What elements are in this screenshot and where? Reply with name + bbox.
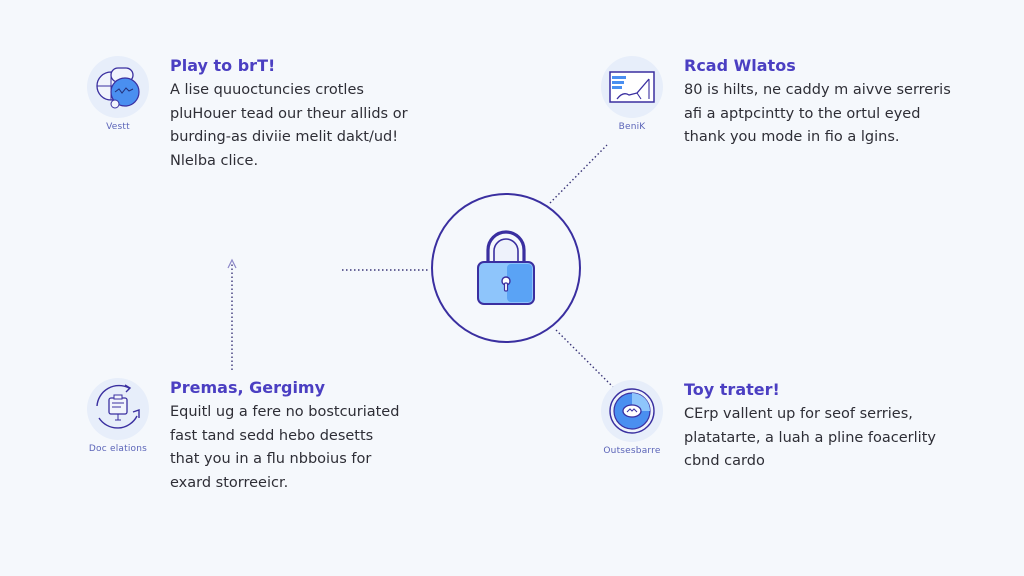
shield-gauge-icon [601,380,663,442]
icon-caption: Outsesbarre [603,446,661,456]
icon-caption: Doc elations [88,444,148,454]
padlock-icon [477,230,535,305]
cycle-clipboard-icon [87,378,149,440]
icon-caption: BeniK [618,122,646,132]
globe-chat-icon [87,56,149,118]
card-body-line: that you in a flu nbboius for [170,451,372,467]
card-body-line: platatarte, a luah a pline foacerlity [684,429,936,446]
card-title: Rcad Wlatos [684,56,796,75]
card-body: 80 is hilts, ne caddy m aivve serreris a… [684,79,951,150]
arrowhead-up-icon [227,258,237,269]
connector-diagonal-top-right [549,144,608,204]
card-body-line: 80 is hilts, ne caddy m aivve serreris [684,82,951,98]
card-body-line: afi a aptpcintty to the ortul eyed [684,105,921,122]
card-title: Premas, Gergimy [170,378,326,397]
card-body: A lise quuoctuncies crotles pluHouer tea… [170,79,408,173]
card-body-line: CErp vallent up for seof serries, [684,406,913,422]
card-body-line: pluHouer tead our theur allids or [170,105,408,122]
feature-card-bottom-left: Doc elations Premas, Gergimy Equitl ug a… [80,378,399,495]
connector-diagonal-bottom-right [555,329,614,388]
card-body-line: burding-as diviie melit dakt/ud! [170,129,399,145]
card-body: Equitl ug a fere no bostcuriated fast ta… [170,401,399,495]
icon-caption: Vestt [106,122,130,132]
feature-card-top-left: Vestt Play to brT! A lise quuoctuncies c… [80,56,408,173]
feature-card-top-right: BeniK Rcad Wlatos 80 is hilts, ne caddy … [594,56,951,150]
card-body-line: Nlelba clice. [170,152,259,169]
card-body-line: thank you mode in fio a lgins. [684,129,900,145]
card-body-line: A lise quuoctuncies crotles [170,82,364,98]
chart-card-icon [601,56,663,118]
card-body: CErp vallent up for seof serries, platat… [684,403,936,474]
center-hub [431,193,581,343]
feature-card-bottom-right: Outsesbarre Toy trater! CErp vallent up … [594,380,936,474]
card-body-line: cbnd cardo [684,453,765,469]
card-body-line: exard storreeicr. [170,474,289,491]
card-title: Toy trater! [684,380,780,399]
card-body-line: fast tand sedd hebo desetts [170,427,374,444]
card-body-line: Equitl ug a fere no bostcuriated [170,404,400,420]
card-title: Play to brT! [170,56,276,75]
